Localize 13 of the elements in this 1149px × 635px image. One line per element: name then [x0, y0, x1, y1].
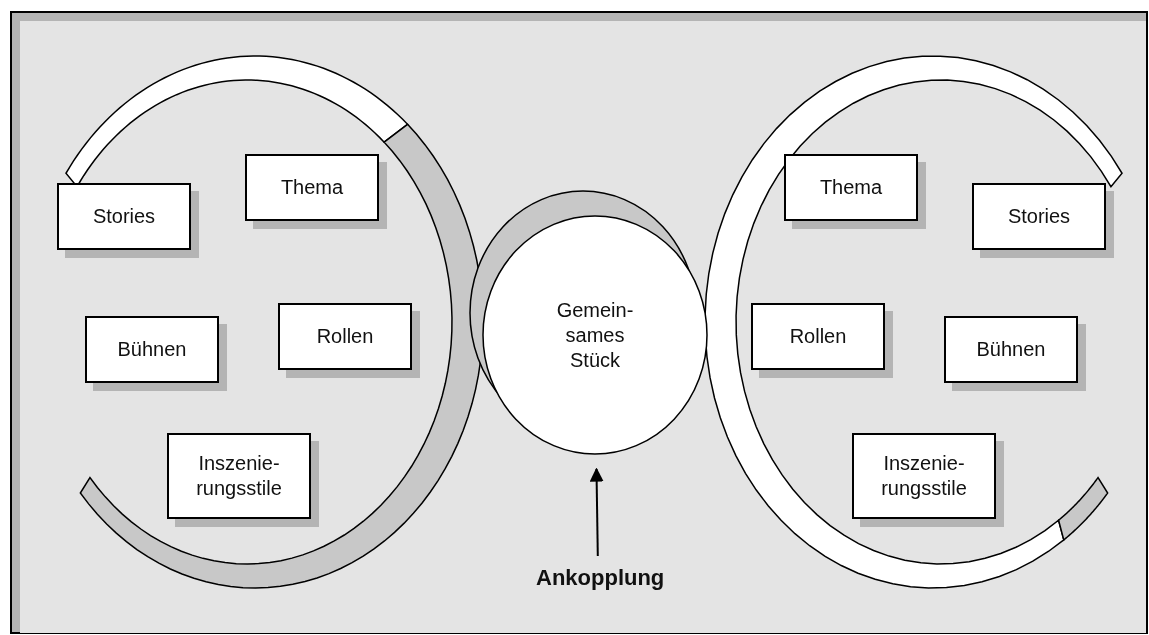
node-label: Rollen	[789, 324, 847, 349]
node-label: Thema	[280, 175, 344, 200]
node-label: Inszenie- rungsstile	[195, 451, 283, 501]
node-label: Inszenie- rungsstile	[880, 451, 968, 501]
node-label: Bühnen	[976, 337, 1046, 362]
node-label: Stories	[92, 204, 156, 229]
node-label: Gemein- sames Stück	[555, 297, 635, 373]
node-label: Stories	[1007, 204, 1071, 229]
node-label: Bühnen	[117, 337, 187, 362]
central-ellipse	[482, 215, 708, 455]
arrow	[589, 467, 604, 557]
node-label: Thema	[819, 175, 883, 200]
node-label: Rollen	[316, 324, 374, 349]
